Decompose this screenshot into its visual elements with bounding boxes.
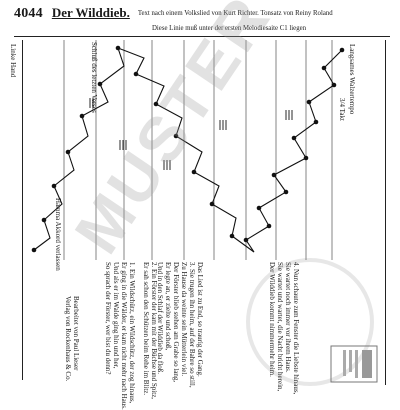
lyric-line: Und als er im Walde ging hin und her, (112, 262, 120, 369)
lyric-line: Und in den Schlaf der Wilddieb da floß. (156, 262, 164, 374)
disc-stamp-icon (246, 258, 374, 386)
fine-marking: Schluß des letzten Verses (90, 42, 98, 113)
notation-diagram (31, 40, 345, 260)
publisher-line-2: Verlag von Rockenhaus & Co. (64, 296, 72, 382)
song-sheet: 4044 Der Wilddieb. Text nach einem Volks… (9, 0, 394, 410)
melody-path (33, 47, 343, 253)
placement-instruction: Diese Linie muß unter der ersten Melodie… (152, 25, 307, 32)
tempo-marking: Langsames Walzertempo (348, 44, 356, 115)
repeat-hint: Hamma Akkord verlassen (54, 198, 62, 271)
left-frame-rule (22, 40, 23, 380)
left-hand-label: Linke Hand (9, 44, 17, 78)
song-subtitle: Text nach einem Volkslied von Kurt Richt… (137, 10, 333, 17)
right-frame-rule (385, 40, 386, 385)
instruction-rule (14, 36, 390, 37)
publisher-stamp-icon (330, 345, 378, 383)
lyric-line: So sprach der Förster, wer bist du denn? (104, 262, 112, 375)
time-signature: 3/4 Takt (338, 98, 346, 121)
song-title: Der Wilddieb. (51, 5, 130, 20)
lyric-line: Er ging in die Wälder, er kam nicht mehr… (120, 262, 128, 410)
lyric-line: Zu Hause da weinte sein Mütterlein viel. (180, 262, 188, 377)
sheet-header: 4044 Der Wilddieb. Text nach einem Volks… (14, 4, 394, 24)
lyric-line: Der Förster blieb stehen am Grabe so lan… (172, 262, 180, 383)
note-heads (31, 45, 345, 253)
chord-ticks (89, 98, 293, 170)
melody-strings (63, 40, 333, 260)
lyric-line: Er sah schon den Schützen beim Rehe im B… (142, 262, 150, 396)
lyric-line: Das Lied ist zu End, so traurig der Gang… (196, 262, 204, 377)
lyric-line: 1. Ein Wildschütz, ein Wildschütz, der z… (128, 262, 136, 404)
lyric-line: Er legte an, er zielte und schoß, (164, 262, 172, 351)
publisher-line-1: Bearbeitet von Paul Lieser (72, 296, 80, 371)
lyric-line: 3. Sie trugen ihn heim, auf der Bahre so… (188, 262, 196, 388)
song-number: 4044 (14, 6, 43, 21)
